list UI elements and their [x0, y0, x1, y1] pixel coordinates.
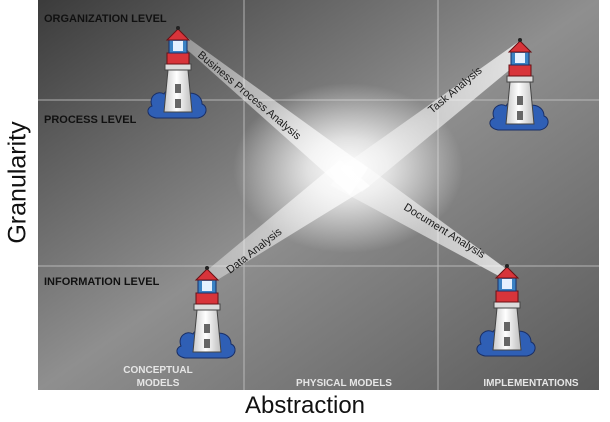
column-label-conceptual-line2: MODELS [137, 378, 180, 389]
column-label-implementations: IMPLEMENTATIONS [483, 378, 579, 389]
column-label-physical: PHYSICAL MODELS [296, 378, 392, 389]
y-axis-label: Granularity [3, 121, 32, 244]
x-axis-label: Abstraction [244, 392, 366, 419]
row-label-information: INFORMATION LEVEL [44, 276, 160, 288]
row-label-process: PROCESS LEVEL [44, 114, 137, 126]
row-label-organization: ORGANIZATION LEVEL [44, 13, 167, 25]
central-glow [233, 83, 463, 253]
column-label-conceptual-line1: CONCEPTUAL [123, 365, 192, 376]
